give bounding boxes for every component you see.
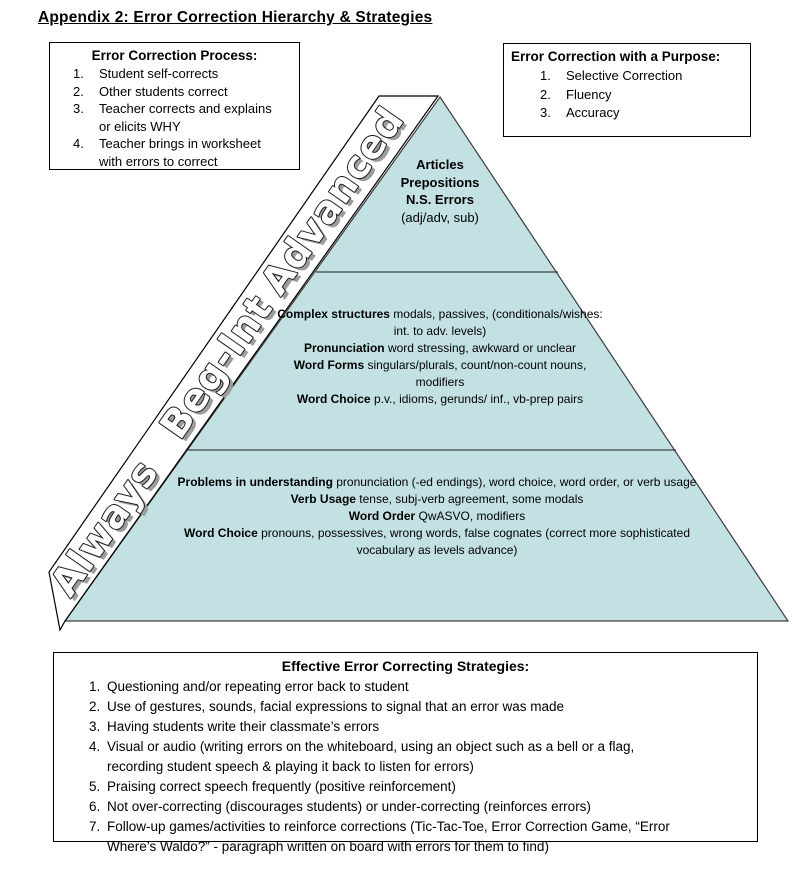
item-text: Praising correct speech frequently (posi… (107, 779, 456, 794)
strategies-box: Effective Error Correcting Strategies: 1… (53, 652, 758, 854)
entry-term: Complex structures (277, 307, 390, 321)
strategies-list-item-7: 7. Follow-up games/activities to reinfor… (54, 817, 757, 857)
pyramid-diagram: Always Always Beg-Int Beg-Int Advanced A… (41, 95, 790, 632)
entry-term: Word Order (348, 509, 416, 523)
item-text: Student self-corrects (99, 66, 219, 81)
item-number: 2. (89, 699, 101, 714)
strategies-list-item-3: 3. Having students write their classmate… (54, 717, 757, 737)
item-number: 1. (89, 679, 101, 694)
process-box-title: Error Correction Process: (91, 48, 258, 63)
tier-middle-text: Complex structures modals, passives, (co… (275, 306, 605, 408)
item-number: 3. (73, 101, 84, 116)
item-text: Accuracy (566, 105, 620, 120)
item-number: 3. (540, 105, 551, 120)
entry-term: Word Choice (184, 526, 258, 540)
process-list-item-4: 4. Teacher brings in worksheet with erro… (50, 135, 299, 170)
item-number: 3. (89, 719, 101, 734)
pyramid-shape (63, 95, 790, 622)
error-correction-purpose-box: Error Correction with a Purpose: 1. Sele… (503, 43, 751, 137)
entry-detail: tense, subj-verb agreement, some modals (355, 492, 584, 506)
entry-term: Pronunciation (303, 341, 385, 355)
purpose-list-item-3: 3. Accuracy (504, 104, 750, 123)
item-text: Questioning and/or repeating error back … (107, 679, 409, 694)
entry-detail: pronunciation (-ed endings), word choice… (332, 475, 697, 489)
item-number: 7. (89, 819, 101, 834)
tier-top-line: N.S. Errors (406, 192, 474, 207)
item-number: 6. (89, 799, 101, 814)
item-text: Visual or audio (writing errors on the w… (107, 739, 635, 774)
item-number: 4. (73, 136, 84, 151)
strategies-list-item-6: 6. Not over-correcting (discourages stud… (54, 797, 757, 817)
item-number: 1. (73, 66, 84, 81)
item-number: 1. (540, 68, 551, 83)
item-text: Having students write their classmate’s … (107, 719, 380, 734)
item-text: Teacher brings in worksheet with errors … (99, 136, 261, 169)
error-correction-process-box: Error Correction Process: 1. Student sel… (49, 42, 300, 170)
tier-middle-entry: Word Choice p.v., idioms, gerunds/ inf.,… (275, 391, 605, 408)
tier-bottom-entry: Word Order QwASVO, modifiers (172, 508, 702, 525)
tier-top-line: (adj/adv, sub) (401, 209, 479, 225)
process-list-item-2: 2. Other students correct (50, 83, 299, 101)
tier-top-text: Articles Prepositions N.S. Errors (adj/a… (350, 156, 530, 226)
item-number: 2. (540, 86, 551, 102)
entry-detail: p.v., idioms, gerunds/ inf., vb-prep pai… (370, 392, 584, 406)
item-number: 4. (89, 739, 101, 754)
tier-bottom-text: Problems in understanding pronunciation … (172, 474, 702, 559)
entry-detail: word stressing, awkward or unclear (384, 341, 577, 355)
item-text: Selective Correction (566, 68, 683, 83)
entry-detail: singulars/plurals, count/non-count nouns… (364, 358, 587, 389)
level-band (48, 95, 440, 632)
purpose-list-item-2: 2. Fluency (504, 86, 750, 105)
entry-detail: QwASVO, modifiers (415, 509, 526, 523)
tier-bottom-entry: Verb Usage tense, subj-verb agreement, s… (172, 491, 702, 508)
item-number: 5. (89, 779, 101, 794)
tier-bottom-entry: Problems in understanding pronunciation … (172, 474, 702, 491)
tier-middle-entry: Word Forms singulars/plurals, count/non-… (275, 357, 605, 391)
purpose-box-title: Error Correction with a Purpose: (511, 49, 721, 64)
process-list-item-3: 3. Teacher corrects and explains or elic… (50, 100, 299, 135)
item-text: Use of gestures, sounds, facial expressi… (107, 699, 564, 714)
item-text: Not over-correcting (discourages student… (107, 799, 591, 814)
strategies-box-title: Effective Error Correcting Strategies: (281, 658, 530, 674)
item-text: Teacher corrects and explains or elicits… (99, 101, 272, 134)
strategies-list-item-4: 4. Visual or audio (writing errors on th… (54, 737, 757, 777)
entry-term: Problems in understanding (177, 475, 333, 489)
item-text: Fluency (566, 86, 612, 102)
entry-detail: pronouns, possessives, wrong words, fals… (257, 526, 690, 557)
entry-term: Word Forms (293, 358, 365, 372)
strategies-list-item-5: 5. Praising correct speech frequently (p… (54, 777, 757, 797)
item-text: Other students correct (99, 83, 228, 99)
strategies-list-item-1: 1. Questioning and/or repeating error ba… (54, 677, 757, 697)
page-title: Appendix 2: Error Correction Hierarchy &… (38, 9, 433, 26)
tier-middle-entry: Complex structures modals, passives, (co… (275, 306, 605, 340)
tier-bottom-entry: Word Choice pronouns, possessives, wrong… (172, 525, 702, 559)
item-number: 2. (73, 83, 84, 99)
purpose-list-item-1: 1. Selective Correction (504, 67, 750, 86)
entry-term: Verb Usage (290, 492, 356, 506)
entry-detail: modals, passives, (conditionals/wishes: … (389, 307, 603, 338)
process-list-item-1: 1. Student self-corrects (50, 65, 299, 83)
tier-top-line: Articles (416, 157, 464, 172)
entry-term: Word Choice (296, 392, 371, 406)
strategies-list-item-2: 2. Use of gestures, sounds, facial expre… (54, 697, 757, 717)
item-text: Follow-up games/activities to reinforce … (107, 819, 670, 854)
tier-middle-entry: Pronunciation word stressing, awkward or… (275, 340, 605, 357)
tier-top-line: Prepositions (400, 174, 480, 190)
